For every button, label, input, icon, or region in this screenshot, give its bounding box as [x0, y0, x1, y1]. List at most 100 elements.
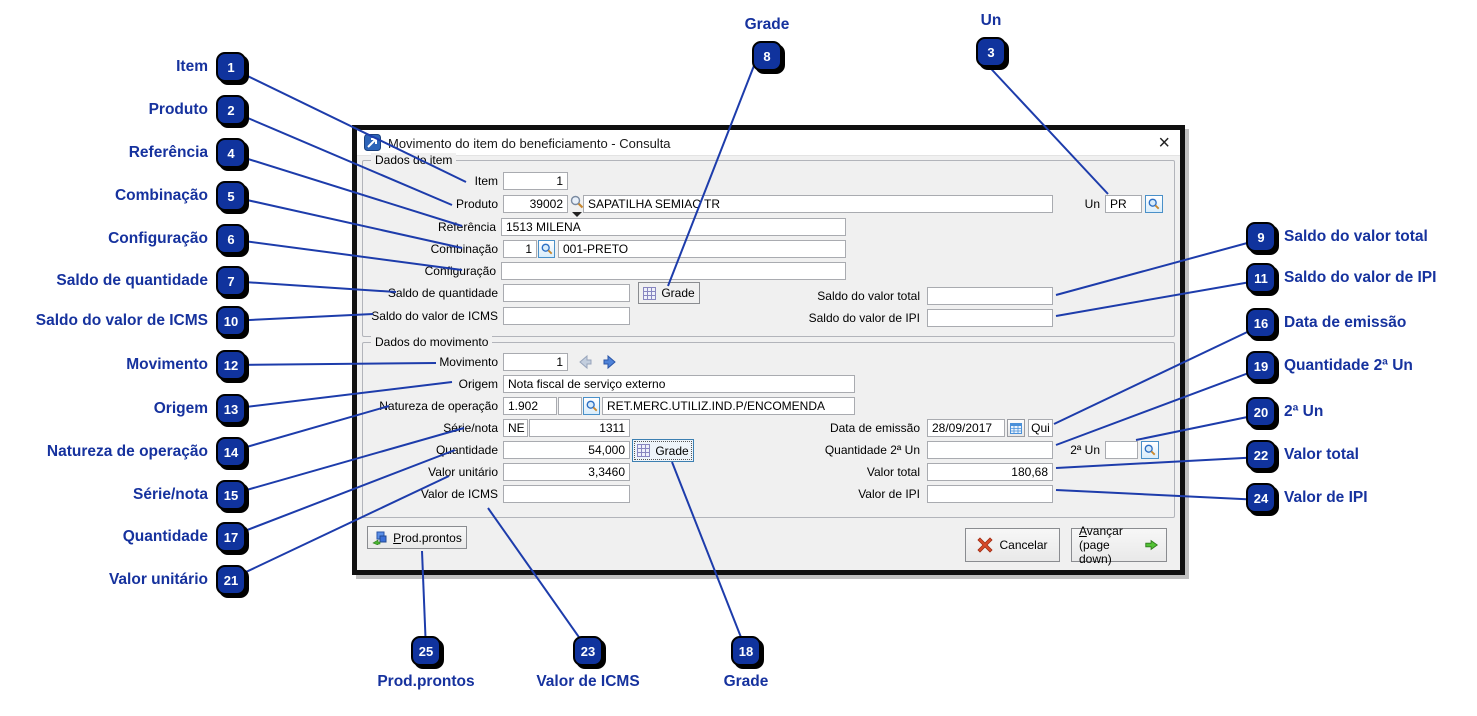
annotation-badge: 19: [1246, 351, 1276, 381]
annotation-badge: 8: [752, 41, 782, 71]
un-search-button[interactable]: [1145, 195, 1163, 213]
combinacao-desc-field[interactable]: 001-PRETO: [558, 240, 846, 258]
annotation-badge: 6: [216, 224, 246, 254]
avancar-button[interactable]: Avançar (page down): [1071, 524, 1167, 566]
chevron-down-icon[interactable]: [572, 212, 582, 217]
natureza-search-button[interactable]: [583, 397, 600, 415]
annotation-badge: 7: [216, 266, 246, 296]
grid-icon: [637, 444, 651, 457]
configuracao-field[interactable]: [501, 262, 846, 280]
referencia-field[interactable]: 1513 MILENA: [501, 218, 846, 236]
prod-prontos-label: Prod.prontos: [393, 530, 462, 545]
un2-search-button[interactable]: [1141, 441, 1159, 459]
annotation-badge: 23: [573, 636, 603, 666]
close-icon[interactable]: ×: [1158, 132, 1170, 154]
annotation-badge: 3: [976, 37, 1006, 67]
annotation-badge: 18: [731, 636, 761, 666]
quantidade-field[interactable]: 54,000: [503, 441, 630, 459]
annotation-badge: 4: [216, 138, 246, 168]
quantidade-label: Quantidade: [435, 443, 498, 457]
search-icon: [586, 400, 597, 412]
quantidade-2un-field[interactable]: [927, 441, 1053, 459]
dialog-movimento-item-beneficiamento: Movimento do item do beneficiamento - Co…: [352, 125, 1185, 575]
annotation-badge: 22: [1246, 440, 1276, 470]
annotation-badge: 11: [1246, 263, 1276, 293]
group-legend: Dados do movimento: [371, 335, 493, 349]
saldo-icms-field[interactable]: [503, 307, 630, 325]
prod-prontos-button[interactable]: Prod.prontos: [367, 526, 467, 549]
serie-field[interactable]: NE: [503, 419, 528, 437]
natureza-desc-field[interactable]: RET.MERC.UTILIZ.IND.P/ENCOMENDA: [602, 397, 855, 415]
nota-field[interactable]: 1311: [529, 419, 630, 437]
annotation-badge: 9: [1246, 222, 1276, 252]
annotation-badge: 20: [1246, 397, 1276, 427]
annotation-badge: 16: [1246, 308, 1276, 338]
annotation-badge: 13: [216, 394, 246, 424]
data-emissao-field[interactable]: 28/09/2017: [927, 419, 1005, 437]
next-arrow-icon[interactable]: [602, 354, 618, 370]
combinacao-search-button[interactable]: [538, 240, 555, 258]
natureza-aux-field[interactable]: [558, 397, 582, 415]
movimento-field[interactable]: 1: [503, 353, 568, 371]
combinacao-code-field[interactable]: 1: [503, 240, 537, 258]
item-label: Item: [474, 174, 498, 188]
saldo-valor-total-field[interactable]: [927, 287, 1053, 305]
saldo-icms-label: Saldo do valor de ICMS: [371, 309, 498, 323]
un2-label: 2ª Un: [1070, 443, 1100, 457]
saldo-ipi-field[interactable]: [927, 309, 1053, 327]
grade-button-quantidade[interactable]: Grade: [632, 439, 694, 462]
annotation-badge: 14: [216, 437, 246, 467]
search-icon: [1144, 444, 1156, 456]
window-title: Movimento do item do beneficiamento - Co…: [388, 136, 671, 151]
annotation-badge: 12: [216, 350, 246, 380]
combinacao-label: Combinação: [430, 242, 498, 256]
cancelar-button[interactable]: Cancelar: [965, 528, 1060, 562]
natureza-operacao-label: Natureza de operação: [379, 399, 498, 413]
search-icon: [1148, 198, 1160, 210]
grade-button-saldo[interactable]: Grade: [638, 282, 700, 304]
group-dados-do-movimento: Dados do movimento: [362, 335, 1175, 518]
cancelar-label: Cancelar: [999, 538, 1048, 552]
annotation-badge: 1: [216, 52, 246, 82]
title-bar[interactable]: Movimento do item do beneficiamento - Co…: [357, 130, 1180, 156]
valor-ipi-field[interactable]: [927, 485, 1053, 503]
annotation-badge: 15: [216, 480, 246, 510]
annotation-badge: 17: [216, 522, 246, 552]
calendar-icon: [1010, 423, 1022, 434]
search-icon: [541, 243, 552, 255]
natureza-code-field[interactable]: 1.902: [503, 397, 557, 415]
un2-field[interactable]: [1105, 441, 1138, 459]
cancel-x-icon: [977, 537, 994, 553]
saldo-quantidade-field[interactable]: [503, 284, 630, 302]
dia-semana-field: Qui: [1028, 419, 1053, 437]
item-field[interactable]: 1: [503, 172, 568, 190]
un-field[interactable]: PR: [1105, 195, 1142, 213]
annotation-badge: 10: [216, 306, 246, 336]
produto-code-field[interactable]: 39002: [503, 195, 568, 213]
group-legend: Dados do item: [371, 153, 457, 167]
quantidade-2un-label: Quantidade 2ª Un: [824, 443, 920, 457]
origem-field[interactable]: Nota fiscal de serviço externo: [503, 375, 855, 393]
search-icon[interactable]: [570, 195, 584, 209]
valor-unitario-field[interactable]: 3,3460: [503, 463, 630, 481]
calendar-button[interactable]: [1007, 419, 1025, 437]
previous-arrow-icon[interactable]: [577, 354, 593, 370]
valor-total-field[interactable]: 180,68: [927, 463, 1053, 481]
serie-nota-label: Série/nota: [443, 421, 498, 435]
valor-icms-field[interactable]: [503, 485, 630, 503]
produto-desc-field[interactable]: SAPATILHA SEMIAC TR: [583, 195, 1053, 213]
